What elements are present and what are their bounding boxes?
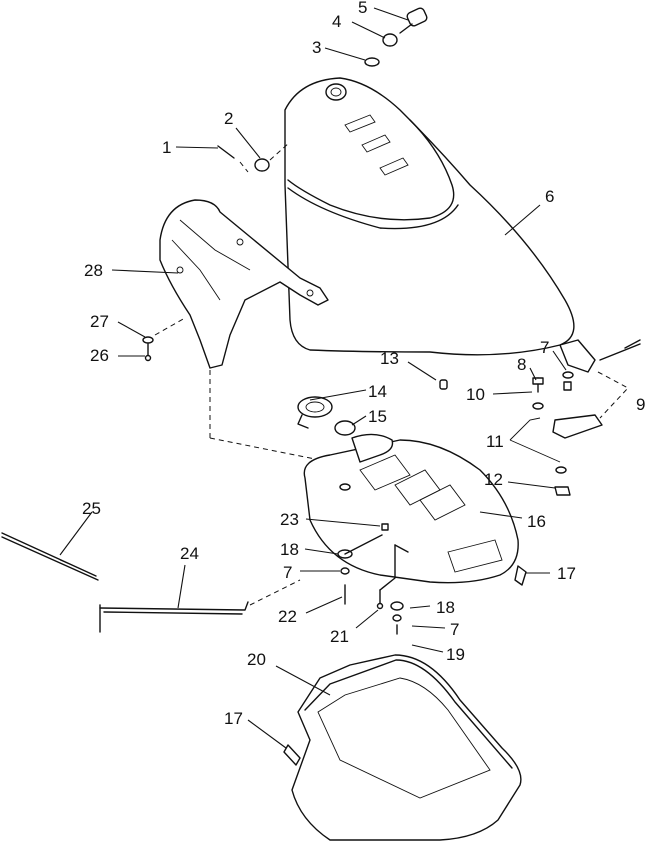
callout-4: 4 — [332, 12, 341, 31]
callout-16: 16 — [527, 512, 546, 531]
seat-knob-assembly — [364, 7, 428, 67]
callout-23: 23 — [280, 510, 299, 529]
callout-24: 24 — [180, 544, 199, 563]
callout-21: 21 — [330, 627, 349, 646]
fill-cap-assembly — [297, 396, 394, 463]
bracket-fasteners — [142, 317, 186, 362]
callout-6: 6 — [545, 187, 554, 206]
callout-15: 15 — [368, 407, 387, 426]
callout-8: 8 — [517, 355, 526, 374]
callout-12: 12 — [484, 470, 503, 489]
pin-and-washer — [217, 141, 291, 173]
callout-9: 9 — [636, 395, 645, 414]
callout-5: 5 — [358, 0, 367, 17]
callout-1: 1 — [162, 138, 171, 157]
callout-labels: 1 2 3 4 5 6 28 27 26 13 14 15 7 8 9 10 1… — [82, 0, 645, 728]
seat — [284, 77, 575, 356]
callout-17-right: 17 — [557, 564, 576, 583]
callout-7-right: 7 — [450, 620, 459, 639]
callout-11: 11 — [486, 432, 504, 451]
callout-27: 27 — [90, 312, 109, 331]
callout-20: 20 — [247, 650, 266, 669]
storage-tub — [283, 654, 522, 841]
callout-7-top: 7 — [540, 338, 549, 357]
lid-hardware — [337, 523, 527, 635]
callout-25: 25 — [82, 499, 101, 518]
storage-lid — [303, 439, 519, 584]
callout-14: 14 — [368, 382, 387, 401]
leader-lines — [59, 7, 567, 749]
callout-10: 10 — [466, 385, 485, 404]
callout-18-right: 18 — [436, 598, 455, 617]
callout-18-left: 18 — [280, 540, 299, 559]
callout-13: 13 — [380, 349, 399, 368]
latch-assembly — [509, 339, 641, 496]
callout-3: 3 — [312, 38, 321, 57]
callout-19: 19 — [446, 645, 465, 664]
callout-17-bottom: 17 — [224, 709, 243, 728]
callout-2: 2 — [224, 109, 233, 128]
bumper-plug — [439, 379, 448, 390]
callout-7-left: 7 — [283, 563, 292, 582]
callout-28: 28 — [84, 261, 103, 280]
latch-rods — [1, 532, 301, 633]
callout-26: 26 — [90, 346, 109, 365]
callout-22: 22 — [278, 607, 297, 626]
